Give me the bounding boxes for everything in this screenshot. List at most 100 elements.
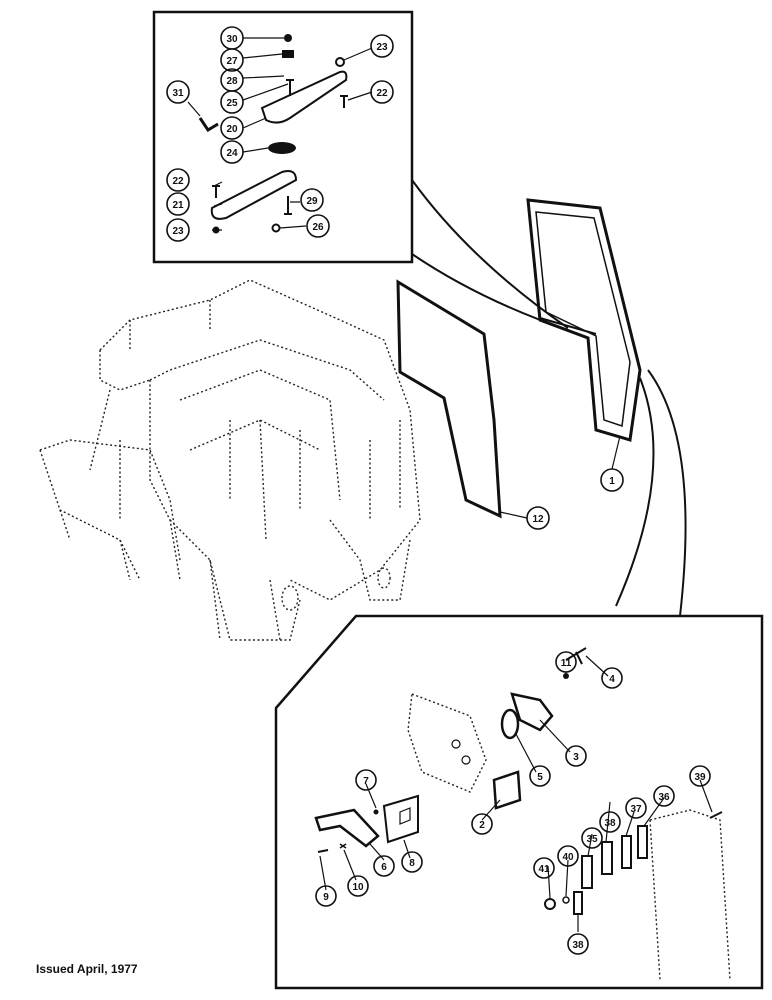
nut-26 <box>271 223 281 233</box>
screw-39 <box>709 811 723 819</box>
callout-5: 5 <box>529 765 551 787</box>
svg-text:3: 3 <box>573 752 579 763</box>
callout-31: 31 <box>166 80 190 104</box>
svg-text:11: 11 <box>561 658 572 669</box>
svg-text:29: 29 <box>306 196 318 207</box>
latch-inset-frame <box>274 614 764 990</box>
svg-text:36: 36 <box>658 792 670 803</box>
knob-27 <box>282 50 294 58</box>
screw-9 <box>317 849 329 853</box>
door-frame <box>526 198 642 442</box>
svg-text:23: 23 <box>376 42 388 53</box>
callout-39: 39 <box>689 765 711 787</box>
svg-text:37: 37 <box>630 804 642 815</box>
svg-text:8: 8 <box>409 858 415 869</box>
callout-24: 24 <box>220 140 244 164</box>
svg-text:31: 31 <box>172 88 184 99</box>
shim-37 <box>621 835 632 869</box>
callout-21: 21 <box>166 192 190 216</box>
svg-text:40: 40 <box>562 852 574 863</box>
latch-leaders <box>319 655 713 932</box>
svg-text:38: 38 <box>572 940 584 951</box>
callout-23-lower: 23 <box>166 218 190 242</box>
latch-inset <box>274 614 764 990</box>
hinge-leaders <box>187 37 373 231</box>
callout-7: 7 <box>355 769 377 791</box>
callout-3: 3 <box>565 745 587 767</box>
callout-4: 4 <box>601 667 623 689</box>
callout-40: 40 <box>557 845 579 867</box>
svg-text:4: 4 <box>609 674 615 685</box>
svg-text:30: 30 <box>226 34 238 45</box>
lock-connector-line-2 <box>615 377 655 607</box>
callout-8: 8 <box>401 851 423 873</box>
svg-text:22: 22 <box>172 176 184 187</box>
svg-text:21: 21 <box>172 200 184 211</box>
svg-text:20: 20 <box>226 124 238 135</box>
svg-text:38: 38 <box>604 818 616 829</box>
callout-22-lower: 22 <box>166 168 190 192</box>
bolt-22-lower <box>212 185 220 198</box>
callout-35: 35 <box>581 827 603 849</box>
screw-22-upper <box>340 95 348 108</box>
pin-7 <box>373 809 379 815</box>
svg-text:2: 2 <box>479 820 485 831</box>
lock-connector-line <box>647 369 687 617</box>
callout-27: 27 <box>220 48 244 72</box>
svg-text:22: 22 <box>376 88 388 99</box>
side-glass-panel <box>396 279 502 519</box>
svg-text:24: 24 <box>226 148 238 159</box>
callout-38-lower: 38 <box>567 933 589 955</box>
callout-20: 20 <box>220 116 244 140</box>
callouts: 30 27 28 25 20 24 31 23 22 22 21 23 29 2… <box>166 26 711 955</box>
svg-text:7: 7 <box>363 776 369 787</box>
shim-35 <box>581 855 593 889</box>
svg-text:6: 6 <box>381 862 387 873</box>
hinge-strap-upper <box>260 70 348 124</box>
svg-text:10: 10 <box>352 882 364 893</box>
callout-41: 41 <box>533 857 555 879</box>
nut-41 <box>544 898 556 910</box>
svg-text:23: 23 <box>172 226 184 237</box>
washer-disc <box>268 142 296 154</box>
shim-38a <box>601 841 613 875</box>
key <box>565 647 587 665</box>
callout-9: 9 <box>315 885 337 907</box>
nut-23-upper <box>335 57 345 67</box>
bolt-25 <box>286 79 294 96</box>
svg-text:9: 9 <box>323 892 329 903</box>
nut-30 <box>284 34 292 42</box>
shim-36 <box>637 825 648 859</box>
issued-date: Issued April, 1977 <box>36 962 138 976</box>
svg-text:39: 39 <box>694 772 706 783</box>
inset-connector-line <box>411 179 569 329</box>
callout-26: 26 <box>306 214 330 238</box>
callout-10: 10 <box>347 875 369 897</box>
callout-36: 36 <box>653 785 675 807</box>
callout-11: 11 <box>555 651 577 673</box>
svg-text:35: 35 <box>586 834 598 845</box>
door-post-outline <box>649 809 731 981</box>
callout-28: 28 <box>220 68 244 92</box>
washer-10 <box>339 843 347 849</box>
svg-text:1: 1 <box>609 476 615 487</box>
tractor-cab-outline <box>39 279 421 641</box>
shim-38b <box>573 891 583 915</box>
hinge-strap-lower <box>210 170 298 220</box>
svg-text:27: 27 <box>226 56 238 67</box>
escutcheon <box>382 794 419 844</box>
callout-38-upper: 38 <box>599 811 621 833</box>
svg-text:12: 12 <box>532 514 544 525</box>
bracket-31 <box>198 117 219 133</box>
callout-23-upper: 23 <box>370 34 394 58</box>
callout-6: 6 <box>373 855 395 877</box>
svg-text:26: 26 <box>312 222 324 233</box>
svg-text:41: 41 <box>538 864 550 875</box>
bolt-29 <box>284 196 292 215</box>
latch-block <box>492 770 522 810</box>
outside-handle <box>510 692 554 732</box>
lock-plate <box>500 708 520 740</box>
callout-1: 1 <box>600 468 624 492</box>
svg-text:25: 25 <box>226 98 238 109</box>
svg-text:28: 28 <box>226 76 238 87</box>
